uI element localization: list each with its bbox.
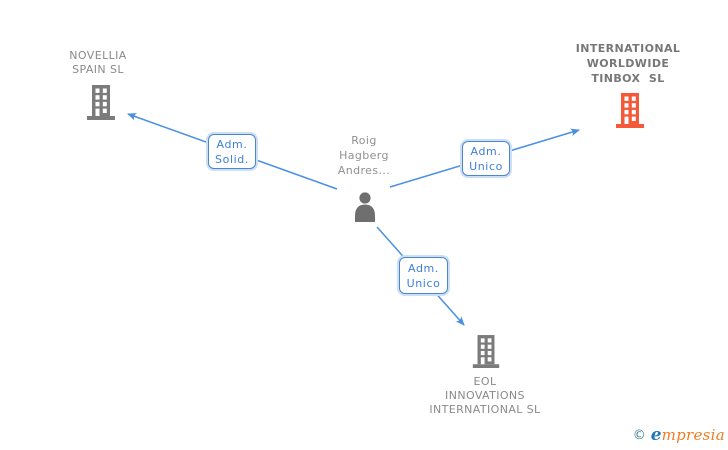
company-name-line: WORLDWIDE: [586, 57, 670, 70]
company-node-novellia[interactable]: [84, 85, 118, 125]
person-icon: [355, 192, 375, 222]
company-node-tinbox[interactable]: [613, 92, 647, 134]
company-node-eol[interactable]: [470, 333, 502, 375]
relation-label-line: Unico: [406, 276, 441, 290]
relation-label-line: Adm.: [408, 261, 439, 275]
relation-label-line: Unico: [469, 159, 503, 173]
company-name-line: INTERNATIONAL SL: [429, 403, 541, 416]
company-name-line: TINBOX SL: [591, 72, 665, 85]
empresia-logo[interactable]: © e mpresia: [633, 425, 725, 445]
relation-label-line: Adm.: [470, 144, 502, 158]
person-name-line: Hagberg: [339, 149, 389, 162]
company-name-line: EOL: [473, 375, 497, 388]
building-icon: [616, 93, 644, 128]
relation-label-adm-unico-tinbox[interactable]: Adm. Unico: [462, 141, 510, 176]
relation-label-adm-unico-eol[interactable]: Adm. Unico: [399, 257, 448, 294]
person-name-line: Andres...: [337, 164, 391, 177]
company-name-line: SPAIN SL: [72, 63, 124, 76]
relation-label-line: Adm.: [216, 137, 248, 151]
building-icon: [87, 85, 115, 120]
company-name-line: INNOVATIONS: [445, 389, 525, 402]
company-name-line: NOVELLIA: [69, 49, 127, 62]
person-name: Roig Hagberg Andres...: [310, 133, 418, 178]
relation-label-adm-solid[interactable]: Adm. Solid.: [208, 134, 256, 169]
company-name-tinbox: INTERNATIONAL WORLDWIDE TINBOX SL: [562, 41, 694, 86]
brand-first-letter: e: [650, 425, 662, 445]
building-icon: [472, 335, 500, 368]
company-name-eol: EOL INNOVATIONS INTERNATIONAL SL: [399, 375, 571, 417]
copyright-icon: ©: [632, 427, 646, 443]
relation-label-line: Solid.: [215, 152, 249, 166]
company-name-novellia: NOVELLIA SPAIN SL: [38, 49, 158, 77]
company-name-line: INTERNATIONAL: [575, 42, 681, 55]
person-name-line: Roig: [351, 134, 377, 147]
person-node[interactable]: [350, 191, 380, 227]
brand-name: mpresia: [661, 426, 725, 444]
